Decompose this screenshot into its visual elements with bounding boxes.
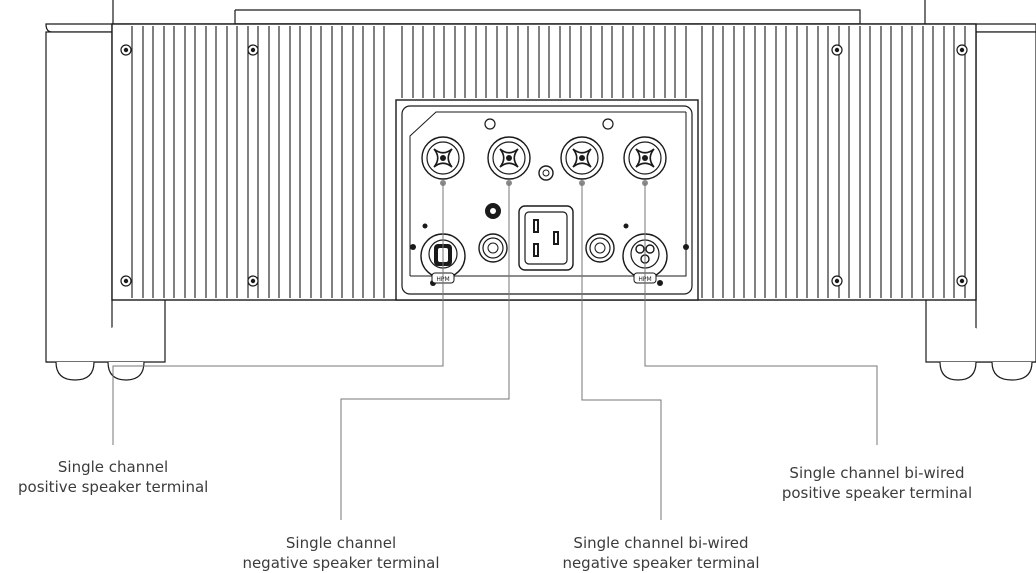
label-line: Single channel (285, 534, 397, 552)
leader-line-single-negative (340, 183, 510, 520)
leader-line-biwired-negative (581, 183, 662, 520)
leader-line-biwired-positive (644, 183, 878, 445)
label-line: negative speaker terminal (562, 554, 760, 572)
rca-jack-icon (478, 233, 508, 263)
heatsink-fins (131, 26, 966, 298)
label-biwired-negative: Single channel bi-wired negative speaker… (541, 533, 781, 573)
label-line: negative speaker terminal (242, 554, 440, 572)
chassis-top (112, 0, 926, 25)
rca-jack-icon (585, 233, 615, 263)
label-single-negative: Single channel negative speaker terminal (231, 533, 451, 573)
label-single-positive: Single channel positive speaker terminal (18, 457, 208, 497)
binding-post-icon (487, 136, 531, 180)
label-line: positive speaker terminal (781, 484, 973, 502)
ground-post-icon (485, 203, 501, 219)
label-line: Single channel bi-wired (573, 534, 749, 552)
binding-post-icon (623, 136, 667, 180)
iec-power-inlet-icon (518, 205, 574, 271)
leader-lines (112, 183, 878, 520)
binding-post-icon (421, 136, 465, 180)
label-biwired-positive: Single channel bi-wired positive speaker… (757, 463, 997, 503)
label-line: positive speaker terminal (18, 478, 209, 496)
foot-left (45, 23, 166, 381)
leader-line-single-positive (112, 183, 444, 445)
label-line: Single channel (57, 458, 169, 476)
binding-post-icon (560, 136, 604, 180)
label-line: Single channel bi-wired (789, 464, 965, 482)
